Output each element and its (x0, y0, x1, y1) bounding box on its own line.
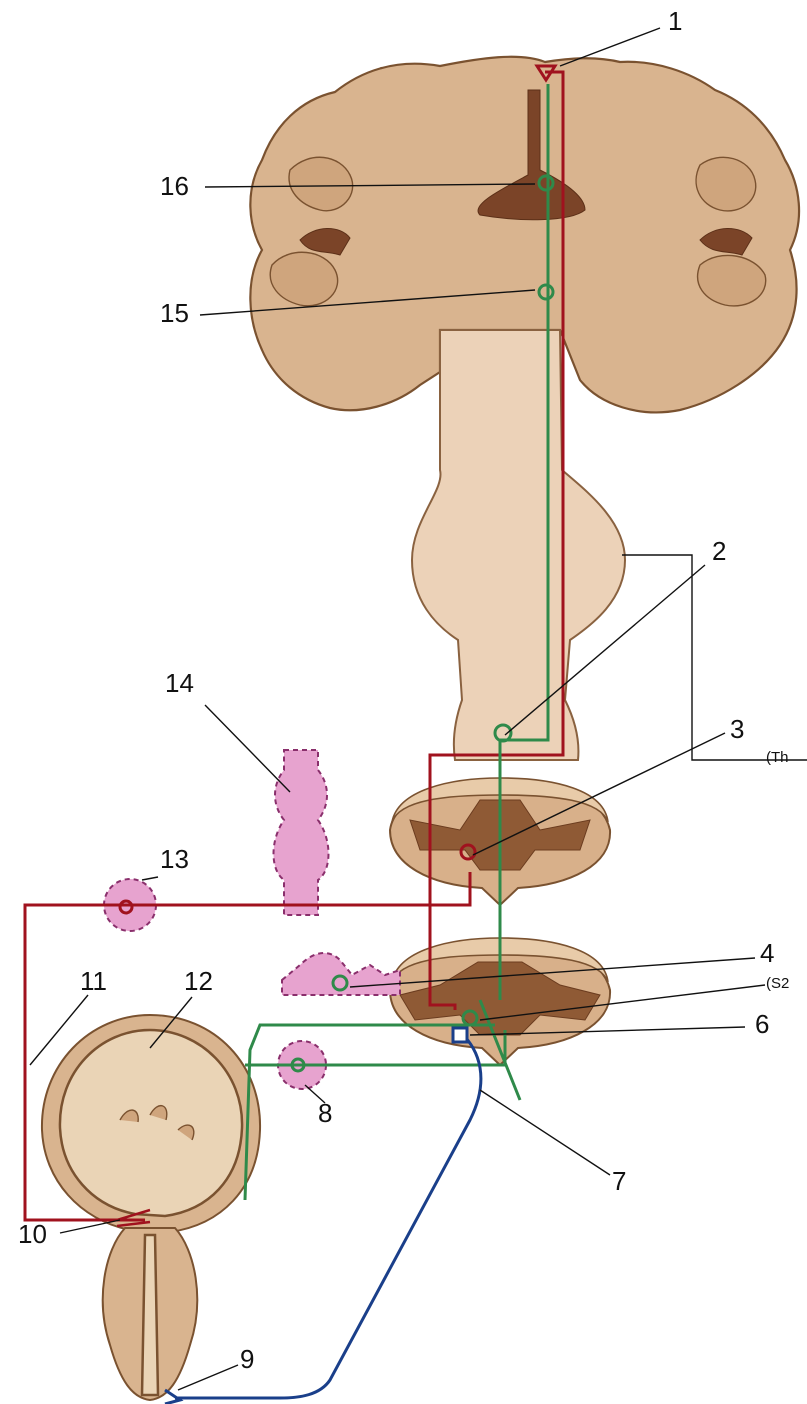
label-2: 2 (712, 536, 726, 566)
label-16: 16 (160, 171, 189, 201)
onuf-motor-neuron-icon (453, 1028, 467, 1042)
brainstem (412, 330, 625, 760)
label-7: 7 (612, 1166, 626, 1196)
urethra-sphincter (103, 1228, 197, 1400)
label-10: 10 (18, 1219, 47, 1249)
label-6: 6 (755, 1009, 769, 1039)
label-1: 1 (668, 6, 682, 36)
label-11: 11 (80, 966, 107, 996)
label-4-note: (S2 (766, 975, 789, 992)
label-12: 12 (184, 966, 213, 996)
label-3-note: (Th (766, 749, 789, 766)
label-15: 15 (160, 298, 189, 328)
label-8: 8 (318, 1098, 332, 1128)
label-9: 9 (240, 1344, 254, 1374)
label-4: 4 (760, 938, 774, 968)
label-14: 14 (165, 668, 194, 698)
brainstem-bracket (622, 555, 807, 760)
label-13: 13 (160, 844, 189, 874)
label-3: 3 (730, 714, 744, 744)
sympathetic-chain (274, 750, 329, 915)
